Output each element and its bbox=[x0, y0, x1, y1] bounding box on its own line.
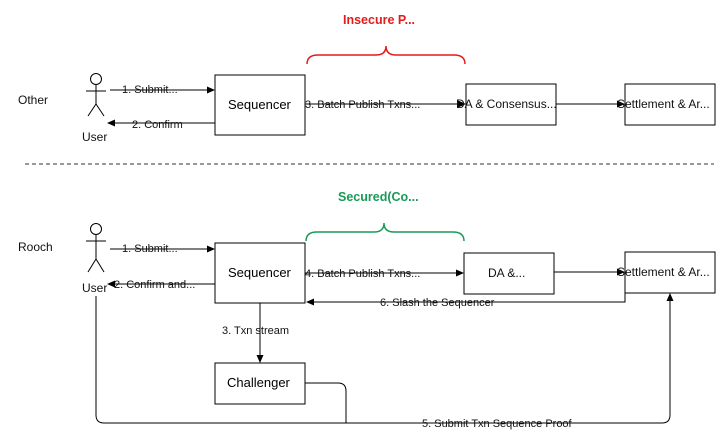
da-box-other bbox=[465, 83, 557, 126]
row-label-other: Other bbox=[18, 93, 48, 107]
user-label-rooch: User bbox=[82, 281, 107, 295]
curly-brace-icon-insecure bbox=[306, 45, 466, 65]
sequencer-label-other: Sequencer bbox=[228, 97, 292, 112]
user-stick-figure-icon bbox=[86, 223, 106, 273]
confirm-label-other: 2. Confirm bbox=[132, 119, 183, 131]
submit-label-rooch: 1. Submit... bbox=[122, 243, 178, 255]
challenger-box bbox=[214, 362, 306, 405]
curly-brace-icon-secured bbox=[305, 222, 465, 242]
da-label-rooch: DA &... bbox=[488, 266, 525, 280]
submit-label-other: 1. Submit... bbox=[122, 84, 178, 96]
batch-label-other: 3. Batch Publish Txns... bbox=[305, 99, 420, 111]
brace-label-secured: Secured(Co... bbox=[338, 190, 419, 204]
settlement-label-other: Settlement & Ar... bbox=[617, 97, 710, 111]
proof-arrow bbox=[305, 293, 674, 424]
sequencer-label-rooch: Sequencer bbox=[228, 265, 292, 280]
row-label-rooch: Rooch bbox=[18, 240, 53, 254]
settlement-box-other bbox=[624, 83, 716, 126]
proof-label: 5. Submit Txn Sequence Proof bbox=[422, 418, 573, 430]
settlement-label-rooch: Settlement & Ar... bbox=[617, 265, 710, 279]
batch-label-rooch: 4. Batch Publish Txns... bbox=[305, 268, 420, 280]
da-label-other: DA & Consensus... bbox=[456, 97, 557, 111]
confirm-label-rooch: 2. Confirm and... bbox=[114, 279, 195, 291]
user-stick-figure-icon bbox=[86, 73, 106, 117]
sequencer-box-other bbox=[214, 74, 306, 136]
brace-label-insecure: Insecure P... bbox=[343, 13, 415, 27]
da-box-rooch bbox=[463, 252, 555, 295]
challenger-label: Challenger bbox=[227, 375, 291, 390]
user-label-other: User bbox=[82, 130, 107, 144]
sequencer-box-rooch bbox=[214, 242, 306, 304]
txn-stream-label: 3. Txn stream bbox=[222, 325, 289, 337]
slash-arrow-rooch bbox=[306, 293, 626, 306]
slash-label-rooch: 6. Slash the Sequencer bbox=[380, 297, 495, 309]
user-proof-line bbox=[95, 296, 346, 424]
